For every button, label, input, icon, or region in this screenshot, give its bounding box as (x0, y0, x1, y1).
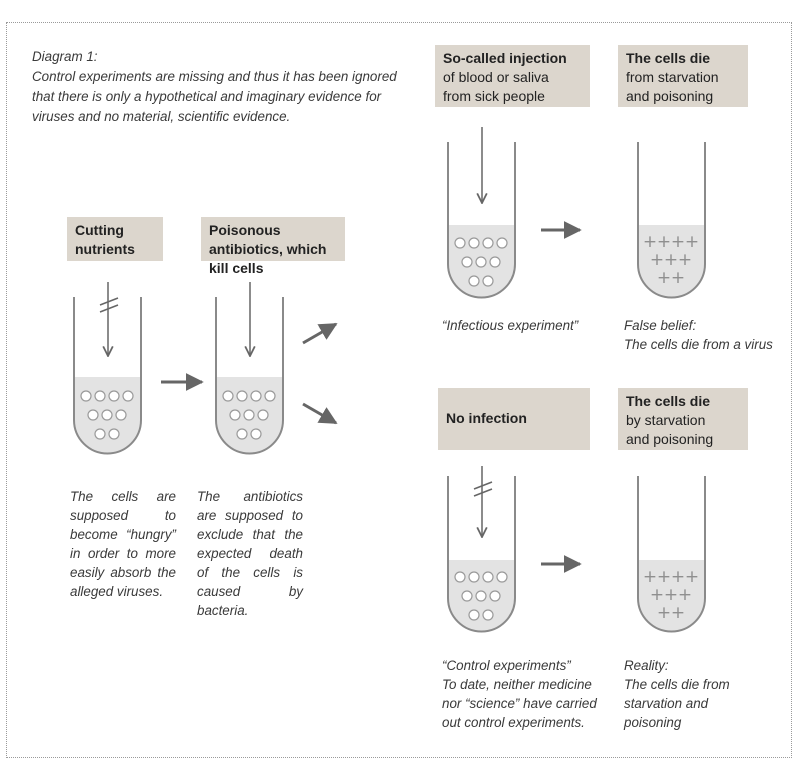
caption-antibiotics-note: The antibiotics are supposed to exclude … (197, 489, 303, 618)
caption-reality-text: The cells die from starvation and poison… (624, 677, 730, 730)
svg-text:+: + (671, 268, 685, 288)
label-cells-die-bottom-rest: by starvation and poisoning (626, 412, 714, 447)
caption-false-belief-title: False belief: (624, 318, 697, 333)
svg-text:+: + (671, 603, 685, 623)
cells-icon (454, 571, 508, 621)
caption-false-belief: False belief: The cells die from a virus (624, 316, 789, 354)
svg-text:+: + (643, 232, 657, 252)
label-cells-die-top-bold: The cells die (626, 50, 711, 66)
test-tube-dead-cells-bottom: ++++ +++ ++ (637, 476, 706, 633)
caption-control-text: To date, neither medicine nor “science” … (442, 677, 597, 730)
caption-false-belief-text: The cells die from a virus (624, 337, 773, 352)
label-cutting-nutrients: Cutting nutrients (67, 217, 163, 261)
cut-mark-icon (99, 297, 119, 306)
caption-control-title: “Control experiments” (442, 658, 571, 673)
label-antibiotics: Poisonous antibiotics, which kill cells (201, 217, 345, 276)
svg-text:+: + (643, 567, 657, 587)
cells-icon (80, 390, 134, 440)
test-tube-control (447, 466, 516, 633)
caption-infectious-experiment-text: “Infectious experiment” (442, 318, 579, 333)
cut-mark-icon (473, 481, 493, 490)
svg-text:+: + (650, 585, 664, 605)
label-no-infection-text: No infection (446, 410, 527, 426)
svg-text:+: + (678, 585, 692, 605)
svg-text:+: + (657, 268, 671, 288)
label-injection-rest: of blood or saliva from sick people (443, 69, 549, 104)
label-cells-die-bottom: The cells die by starvation and poisonin… (618, 388, 748, 450)
cells-icon (222, 390, 276, 440)
svg-text:+: + (685, 232, 699, 252)
svg-text:+: + (650, 250, 664, 270)
svg-text:+: + (657, 603, 671, 623)
caption-control: “Control experiments” To date, neither m… (442, 656, 602, 732)
test-tube-cutting-nutrients (73, 282, 142, 455)
svg-text:+: + (664, 585, 678, 605)
svg-text:+: + (685, 567, 699, 587)
svg-text:+: + (671, 232, 685, 252)
caption-infectious-experiment: “Infectious experiment” (442, 316, 612, 335)
caption-hungry: The cells are supposed to become “hungry… (70, 489, 176, 599)
branch-down-arrow-icon (302, 402, 338, 425)
intro-block: Diagram 1: Control experiments are missi… (32, 47, 412, 127)
label-injection: So-called injection of blood or saliva f… (435, 45, 590, 107)
svg-text:+: + (657, 232, 671, 252)
svg-text:+: + (664, 250, 678, 270)
label-no-infection: No infection (438, 388, 590, 450)
cells-icon (454, 237, 508, 287)
label-injection-bold: So-called injection (443, 50, 567, 66)
svg-text:+: + (671, 567, 685, 587)
dead-cells-icon: ++++ +++ ++ (643, 567, 699, 623)
label-cells-die-top: The cells die from starvation and poison… (618, 45, 748, 107)
branch-up-arrow-icon (302, 322, 338, 345)
svg-text:+: + (678, 250, 692, 270)
intro-title: Diagram 1: (32, 49, 98, 64)
test-tube-antibiotics (215, 282, 284, 455)
caption-reality: Reality: The cells die from starvation a… (624, 656, 764, 732)
dead-cells-icon: ++++ +++ ++ (643, 232, 699, 288)
intro-text: Control experiments are missing and thus… (32, 69, 397, 124)
diagram-frame (6, 22, 792, 758)
label-antibiotics-text: Poisonous antibiotics, which kill cells (209, 222, 327, 276)
label-cutting-nutrients-text: Cutting nutrients (75, 222, 135, 257)
label-cells-die-top-rest: from starvation and poisoning (626, 69, 719, 104)
label-cells-die-bottom-bold: The cells die (626, 393, 711, 409)
test-tube-infection (447, 127, 516, 299)
caption-reality-title: Reality: (624, 658, 669, 673)
test-tube-dead-cells-top: ++++ +++ ++ (637, 142, 706, 299)
svg-text:+: + (657, 567, 671, 587)
